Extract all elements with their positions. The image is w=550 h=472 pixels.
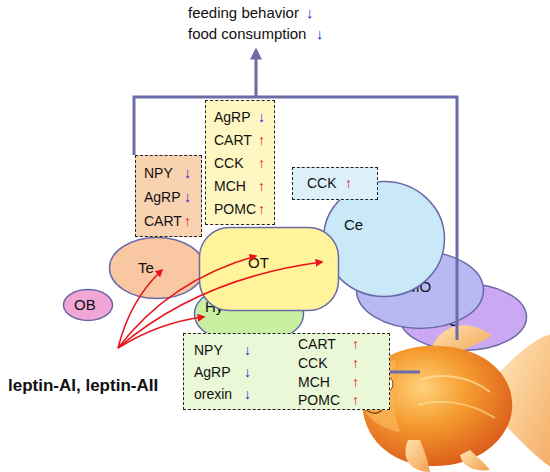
change-arrow: ↑: [258, 132, 265, 149]
region-shape: [324, 182, 445, 297]
region-shape: [357, 252, 484, 329]
gene-name: POMC: [214, 201, 256, 218]
change-arrow: ↑: [352, 336, 359, 353]
gene-name: orexin: [194, 386, 232, 403]
region-outline: [108, 236, 206, 300]
change-arrow: ↓: [184, 189, 191, 206]
scale-line: [418, 402, 495, 418]
change-arrow: ↑: [352, 355, 359, 372]
change-arrow: ↑: [352, 374, 359, 391]
region-shape: [400, 284, 527, 351]
pectoral-fin: [405, 440, 430, 472]
change-arrow: ↑: [345, 175, 352, 192]
gene-name: NPY: [144, 165, 173, 182]
gene-name: AgRP: [144, 189, 181, 206]
gene-name: CART: [214, 132, 252, 149]
change-arrow: ↑: [258, 201, 265, 218]
gene-list-box: NPY ↓ AgRP ↓ orexin ↓ CART ↑ CCK ↑ MCH ↑ POMC ↑: [183, 333, 390, 410]
change-arrow: ↓: [244, 342, 251, 359]
gene-list-box: AgRP↓CART↑CCK↑MCH↑POMC↑: [205, 100, 275, 225]
gene-name: POMC: [298, 392, 340, 409]
gene-list-box: CCK ↑: [292, 167, 378, 200]
gene-name: MCH: [298, 374, 330, 391]
decrease-arrow: ↓: [316, 25, 324, 42]
gene-name: CCK: [214, 155, 244, 172]
gene-name: CCK: [298, 355, 328, 372]
brain-region: OB: [62, 288, 114, 322]
outcome-label: food consumption: [188, 25, 306, 42]
region-shape: [200, 228, 339, 311]
change-arrow: ↑: [258, 155, 265, 172]
pelvic-fin: [460, 450, 490, 470]
treatment-label: leptin-AI, leptin-AII: [8, 376, 158, 396]
gene-name: CART: [144, 213, 182, 230]
change-arrow: ↓: [184, 165, 191, 182]
change-arrow: ↑: [258, 178, 265, 195]
gene-name: CCK: [307, 175, 337, 192]
region-shape: [110, 238, 205, 299]
output-arrow: [255, 50, 258, 97]
scale-line: [420, 376, 490, 392]
change-arrow: ↑: [352, 392, 359, 409]
region-abbreviation: OT: [248, 254, 269, 271]
change-arrow: ↓: [244, 364, 251, 381]
outcome-label: feeding behavior: [188, 4, 299, 21]
gene-name: MCH: [214, 178, 246, 195]
fish-mouth: [366, 410, 382, 413]
decrease-arrow: ↓: [306, 4, 314, 21]
change-arrow: ↓: [244, 386, 251, 403]
region-abbreviation: Te: [138, 259, 154, 276]
gene-name: CART: [298, 336, 336, 353]
change-arrow: ↓: [258, 109, 265, 126]
change-arrow: ↑: [184, 213, 191, 230]
gene-name: AgRP: [194, 364, 231, 381]
output-bracket: [390, 371, 420, 374]
region-abbreviation: Ce: [344, 216, 363, 233]
brain-region: Te: [108, 236, 206, 300]
gene-name: AgRP: [214, 109, 251, 126]
gene-list-box: NPY↓AgRP↓CART↑: [135, 155, 202, 237]
gene-name: NPY: [194, 342, 223, 359]
region-abbreviation: OB: [74, 296, 96, 313]
region-shape: [64, 290, 113, 321]
